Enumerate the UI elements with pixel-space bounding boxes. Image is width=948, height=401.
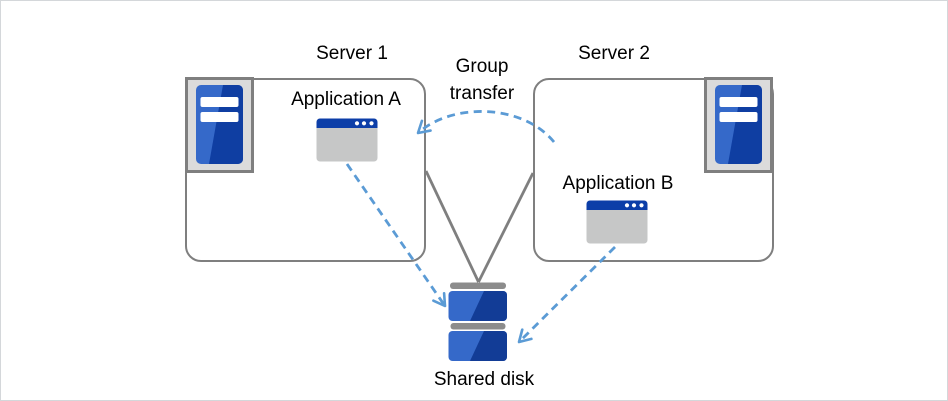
group-transfer-label: Group transfer	[449, 56, 515, 104]
application-b-window-icon	[586, 200, 648, 244]
shared-disk-icon	[448, 282, 508, 363]
shared-disk-label: Shared disk	[433, 369, 535, 390]
server1-disk-line	[424, 170, 480, 283]
server2-tower-icon	[704, 77, 773, 173]
server1-tower-icon	[185, 77, 254, 173]
server2-box	[533, 78, 774, 262]
server2-disk-line	[477, 172, 535, 283]
application-b-label: Application B	[562, 173, 674, 194]
server2-label: Server 2	[578, 43, 650, 64]
server1-label: Server 1	[316, 43, 388, 64]
application-a-label: Application A	[291, 89, 401, 110]
application-a-window-icon	[316, 118, 378, 162]
